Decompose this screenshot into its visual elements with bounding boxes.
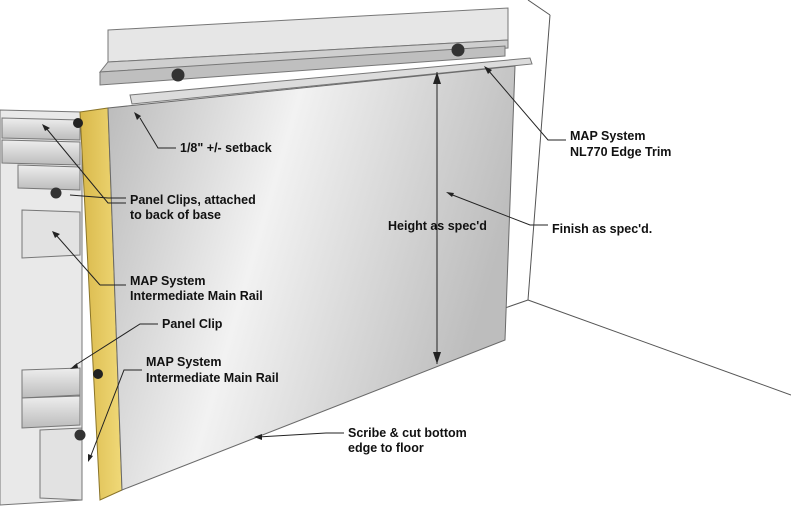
label-rail-top-line1: MAP System <box>130 274 206 288</box>
floor-wall-line <box>527 299 791 396</box>
intermediate-main-rail-bottom <box>39 427 83 501</box>
label-setback: 1/8" +/- setback <box>180 141 272 155</box>
label-finish: Finish as spec'd. <box>552 222 652 236</box>
label-panel-clips-line2: to back of base <box>130 208 221 222</box>
room-corner <box>504 0 791 396</box>
screw-icon <box>50 187 62 199</box>
label-rail-bottom-line1: MAP System <box>146 355 222 369</box>
panel-clip-screw-icon <box>73 118 83 128</box>
label-edge-trim-line1: MAP System <box>570 129 646 143</box>
lower-rail-2 <box>21 395 81 429</box>
lower-rail-1 <box>21 367 81 399</box>
nl770-edge-trim <box>129 57 533 105</box>
label-rail-top-line2: Intermediate Main Rail <box>130 289 263 303</box>
screw-icon <box>74 429 86 441</box>
label-rail-bottom-line2: Intermediate Main Rail <box>146 371 279 385</box>
base-wall <box>0 109 86 506</box>
wall-top-edge <box>527 0 551 16</box>
screw-icon <box>451 43 465 57</box>
label-scribe-line1: Scribe & cut bottom <box>348 426 467 440</box>
height-dimension <box>433 72 441 364</box>
edge-trim <box>98 7 533 105</box>
upper-rail-2 <box>1 139 81 166</box>
label-edge-trim-line2: NL770 Edge Trim <box>570 145 671 159</box>
label-panel-clips-line1: Panel Clips, attached <box>130 193 256 207</box>
label-panel-clip: Panel Clip <box>162 317 223 331</box>
leader-lines <box>42 66 566 462</box>
label-scribe-line2: edge to floor <box>348 441 424 455</box>
upper-rail-3 <box>17 164 81 191</box>
intermediate-main-rail-top <box>21 209 81 259</box>
floor-corner-line <box>504 299 529 309</box>
screw-icon <box>171 68 185 82</box>
panel-face <box>107 65 516 491</box>
panel-clip-screw-icon <box>93 369 103 379</box>
label-height: Height as spec'd <box>388 219 487 233</box>
upper-rail-1 <box>1 117 81 141</box>
wall-corner-line <box>527 14 551 301</box>
